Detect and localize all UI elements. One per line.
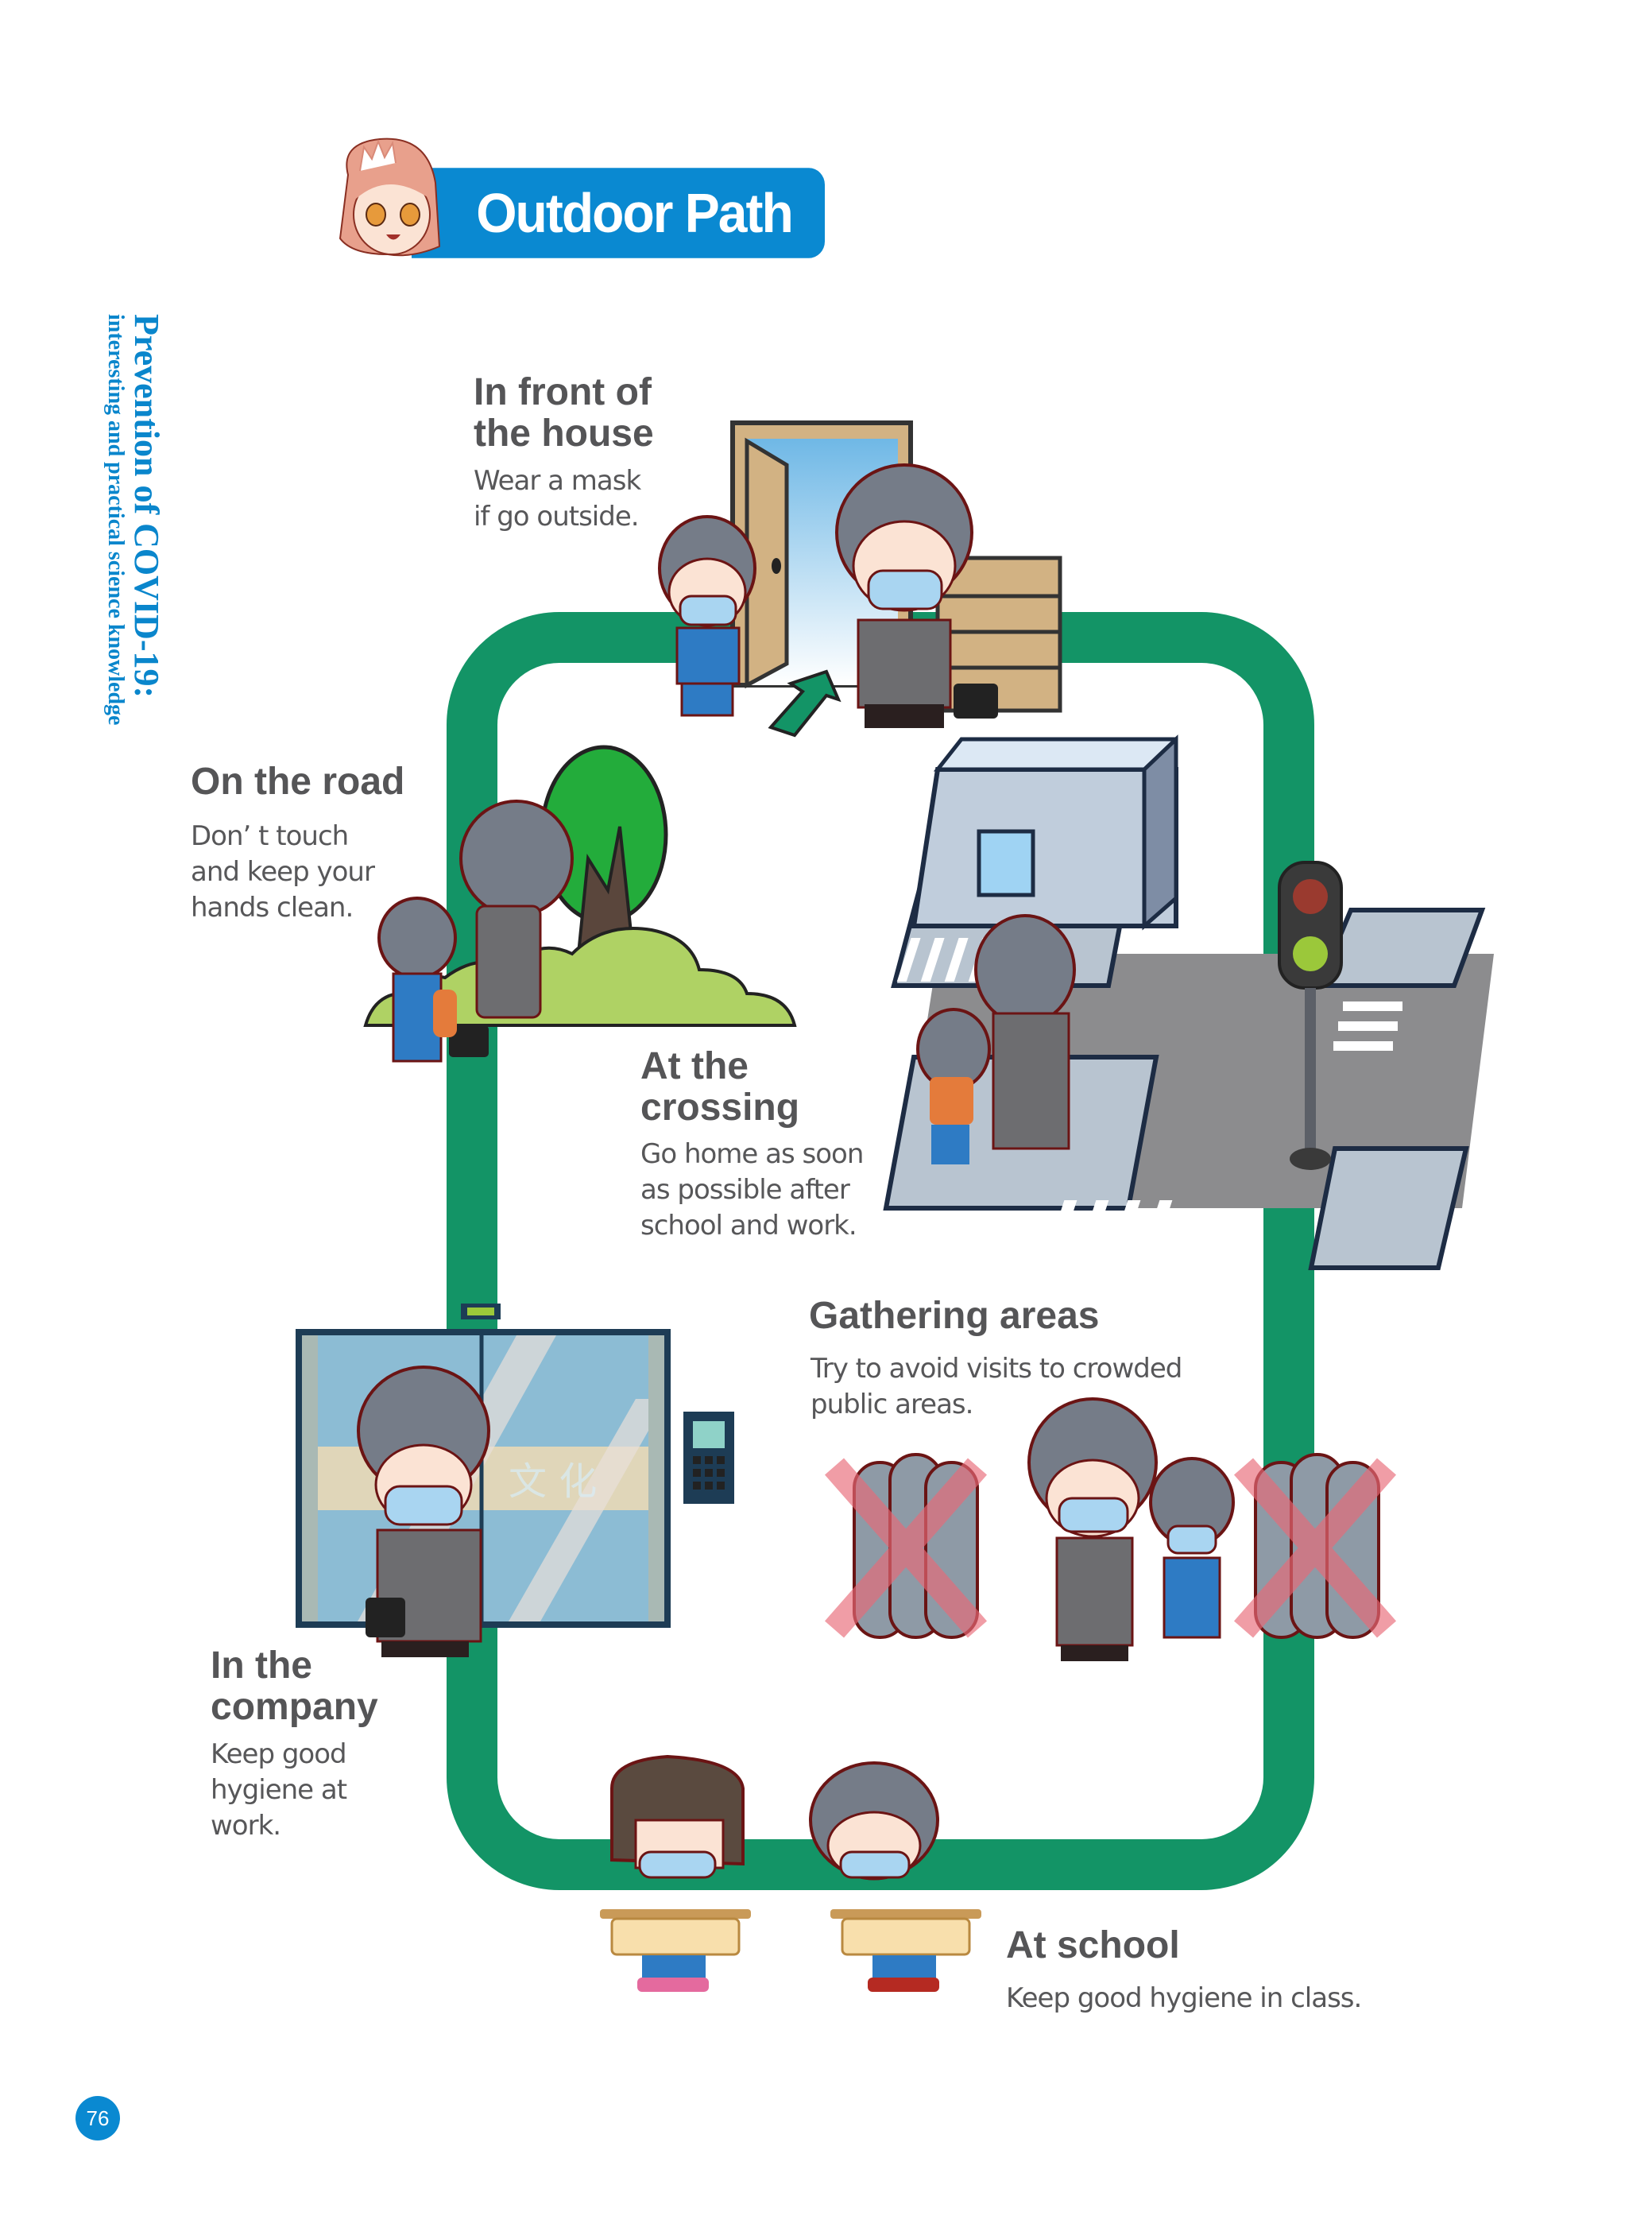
man-figure [835,463,998,728]
house-desc-line: Wear a mask [474,465,641,497]
house-heading: In front of the house [474,372,654,455]
road-heading-line: On the road [191,761,405,803]
crossing-description: Go home as soon as possible after school… [640,1137,864,1244]
boy-student-figure [809,1761,981,1992]
walking-man-figure [449,800,574,1057]
crossing-heading-line: At the [640,1045,749,1087]
house-desc-line: if go outside. [474,501,640,533]
company-illustration: 文 化 [296,1304,734,1657]
road-desc-line: hands clean. [191,892,354,924]
gathering-description: Try to avoid visits to crowded public ar… [811,1351,1182,1423]
school-description: Keep good hygiene in class. [1006,1981,1362,2016]
house-illustration [658,420,1062,738]
crossing-heading: At the crossing [640,1046,799,1129]
crossing-people [916,914,1076,1164]
road-description: Don’ t touch and keep your hands clean. [191,819,375,926]
girl-student-figure [600,1754,751,1992]
crossing-desc-line: school and work. [640,1210,857,1242]
section-banner: Outdoor Path [412,168,825,258]
road-illustration [363,745,797,1063]
house-heading-line: the house [474,413,654,455]
school-heading: At school [1006,1925,1180,1966]
crossing-heading-line: crossing [640,1087,800,1129]
girl-mascot-icon [339,138,441,257]
traffic-light-icon [1278,861,1343,1170]
cross-mark-icon [824,1458,1397,1638]
gathering-man-figure [1027,1397,1158,1661]
crossing-illustration [883,734,1494,1270]
company-heading-line: company [211,1686,378,1728]
gathering-desc-line: Try to avoid visits to crowded [811,1353,1182,1385]
company-heading: In the company [211,1645,378,1728]
boy-figure [658,515,756,717]
house-heading-line: In front of [474,371,652,413]
gathering-illustration [824,1397,1397,1661]
gathering-boy-figure [1149,1457,1235,1639]
gathering-heading-line: Gathering areas [809,1295,1100,1337]
watermark: 文 化 [509,1459,597,1504]
school-heading-line: At school [1006,1924,1180,1966]
company-desc-line: Keep good [211,1738,347,1770]
elevator-man-figure [357,1366,490,1657]
company-heading-line: In the [211,1645,312,1687]
house-description: Wear a mask if go outside. [474,463,641,535]
school-illustration [600,1754,981,1992]
road-heading: On the road [191,761,404,803]
crossing-desc-line: Go home as soon [640,1138,864,1170]
gathering-heading: Gathering areas [809,1296,1099,1337]
walking-boy-figure [377,897,457,1063]
crossing-desc-line: as possible after [640,1174,850,1206]
gathering-desc-line: public areas. [811,1389,973,1420]
road-desc-line: Don’ t touch [191,820,349,852]
school-desc-line: Keep good hygiene in class. [1006,1982,1362,2014]
company-desc-line: hygiene at [211,1774,347,1806]
road-desc-line: and keep your [191,856,375,888]
company-desc-line: work. [211,1810,281,1842]
company-description: Keep good hygiene at work. [211,1737,347,1844]
page-number: 76 [75,2096,120,2140]
section-title: Outdoor Path [476,182,794,244]
